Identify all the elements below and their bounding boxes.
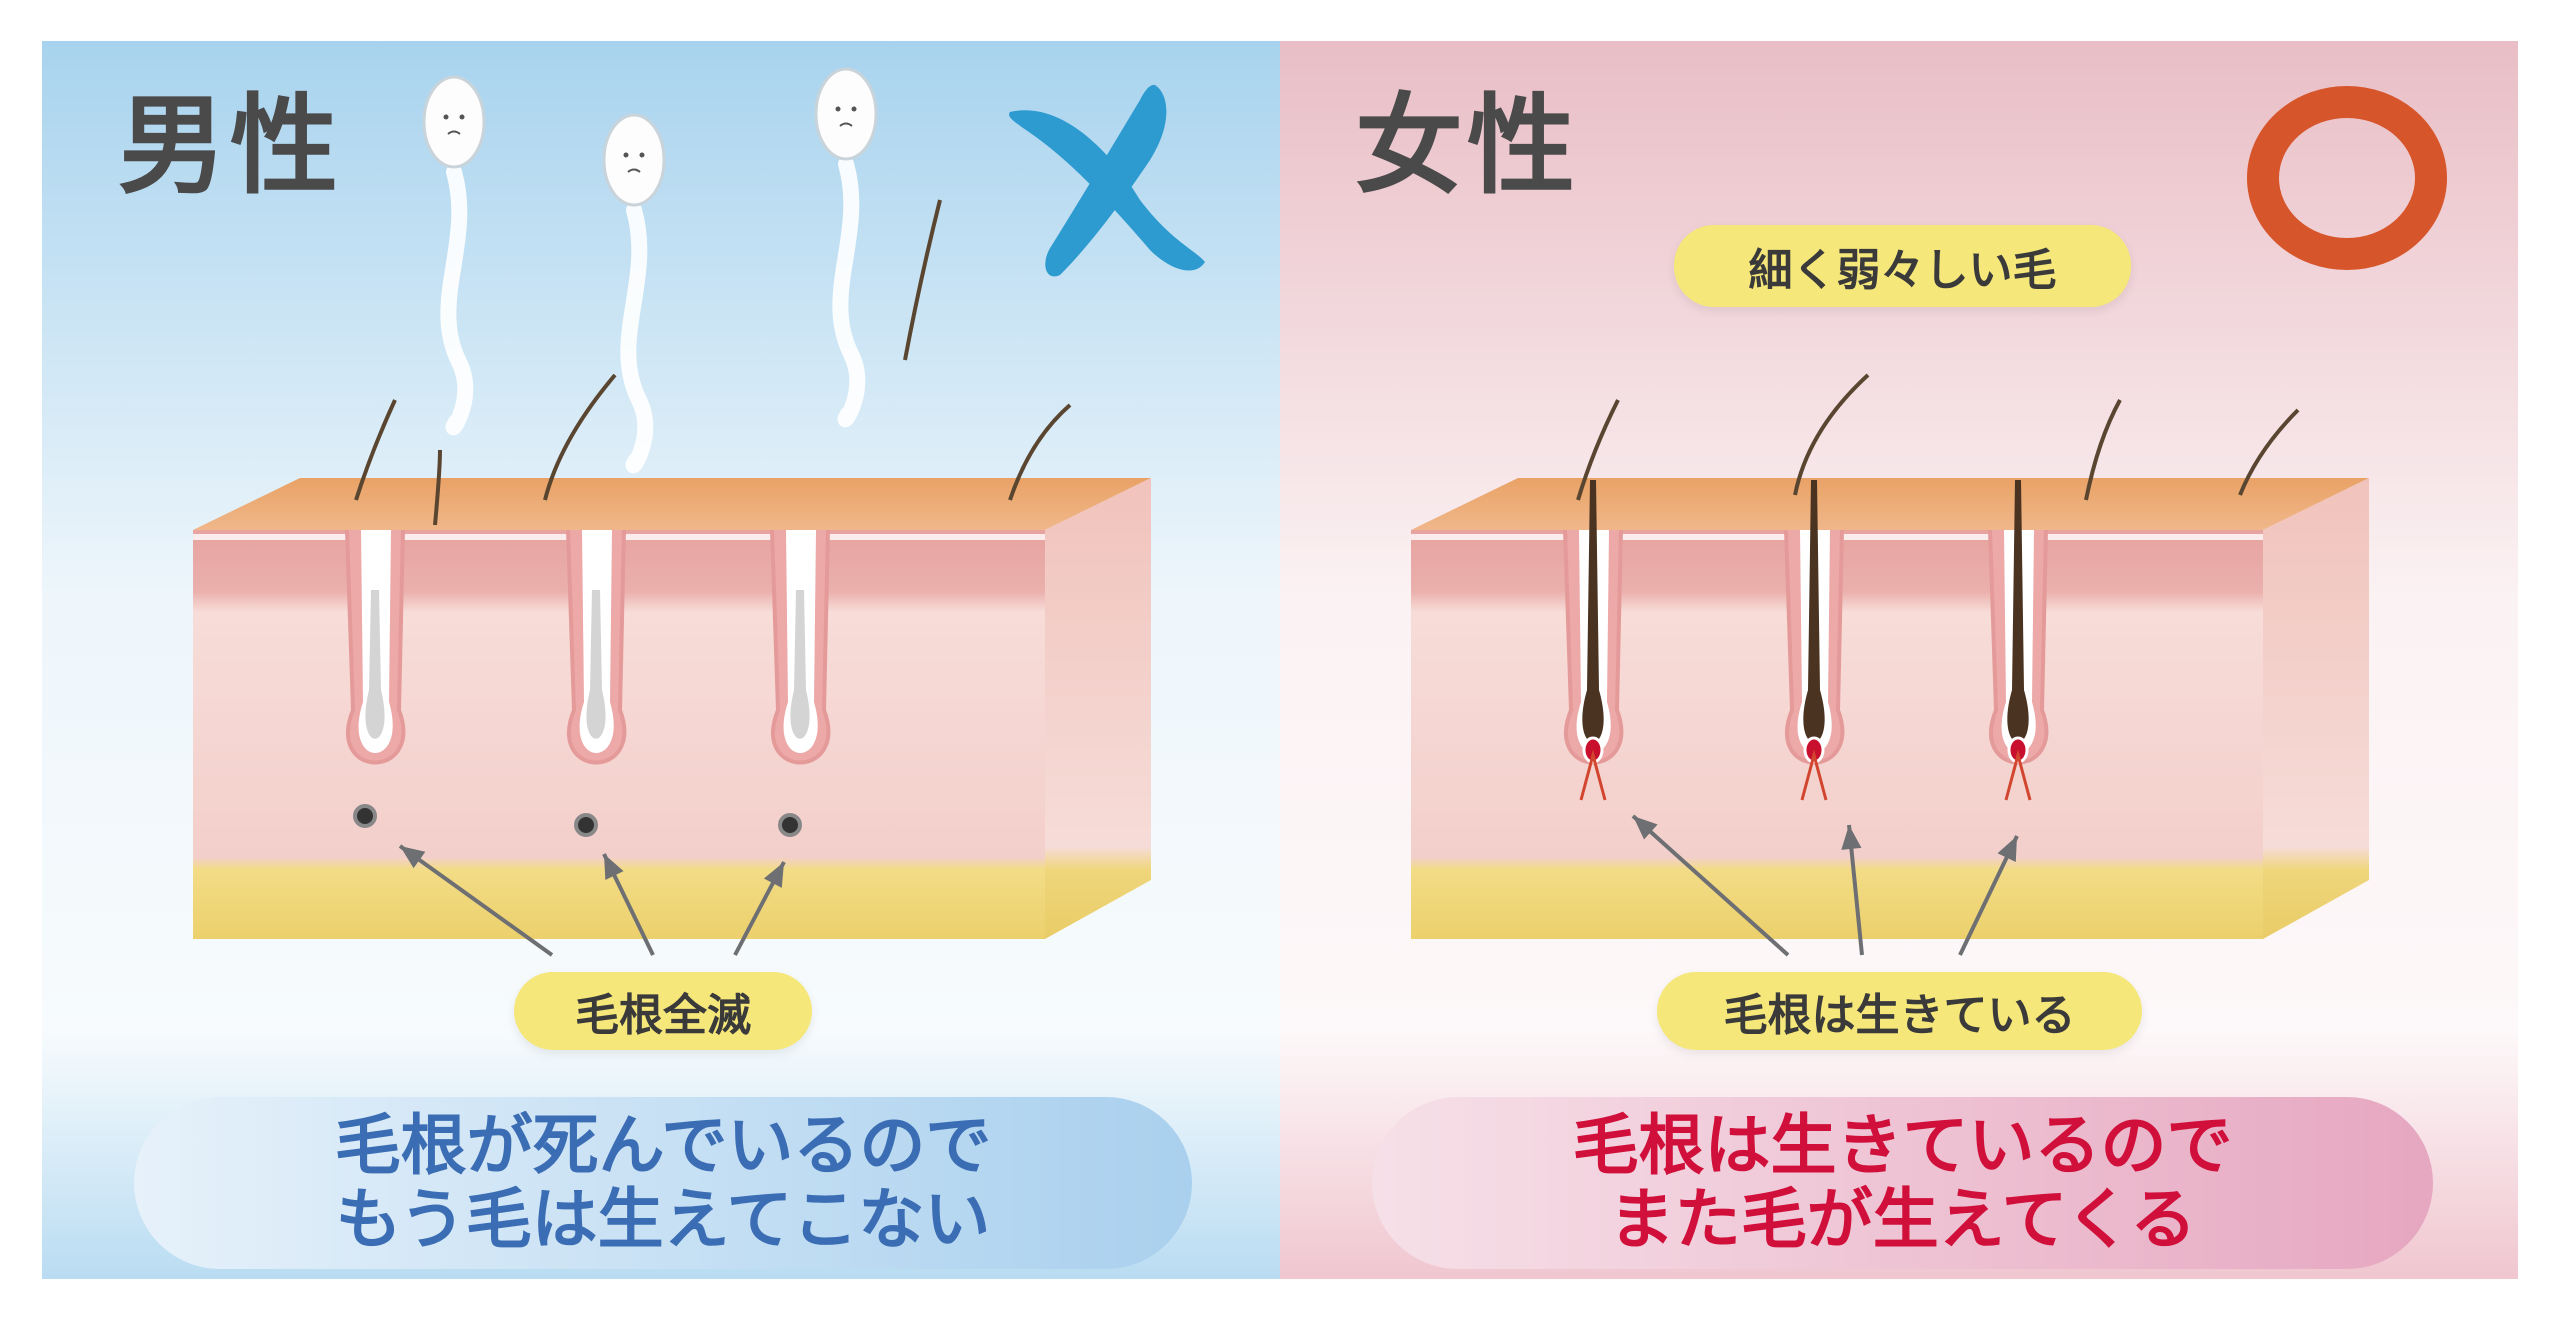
female-summary: 毛根は生きているので また毛が生えてくる — [1372, 1097, 2433, 1269]
blood-vessel — [1579, 749, 1607, 801]
blood-vessel — [1800, 749, 1828, 801]
arrow-head — [1633, 816, 1658, 840]
dead-hair-spirits — [422, 67, 878, 474]
skin-side-face — [1045, 478, 1151, 939]
spirit-eye — [851, 106, 857, 112]
blood-vessel — [2004, 749, 2032, 801]
female-skin-cross-section — [1411, 373, 2369, 939]
arrow-head — [400, 846, 426, 869]
male-title: 男性 — [118, 83, 343, 209]
male-summary: 毛根が死んでいるので もう毛は生えてこない — [134, 1097, 1192, 1269]
dead-hair-root — [353, 804, 377, 828]
epidermis-top — [193, 478, 1151, 530]
spirit-head — [814, 67, 878, 161]
empty-follicle — [365, 590, 385, 739]
thin-hair-label: 細く弱々しい毛 — [1674, 225, 2131, 307]
arrow-head — [763, 862, 784, 888]
epidermis-top — [1411, 478, 2369, 530]
spirit-eye — [623, 152, 629, 158]
living-hair-shaft — [1803, 480, 1825, 743]
male-skin-cross-section — [193, 199, 1151, 939]
dead-hair-root — [574, 813, 598, 837]
hair-strand — [1793, 373, 1870, 496]
spirit-mouth — [839, 122, 853, 127]
arrow-line — [398, 844, 554, 957]
female-summary-line2: また毛が生えてくる — [1608, 1181, 2197, 1258]
female-title: 女性 — [1355, 83, 1580, 209]
male-summary-line1: 毛根が死んでいるので — [334, 1107, 992, 1185]
hair-strand — [903, 199, 942, 361]
dead-hair-root — [778, 813, 802, 837]
spirit-tail — [620, 202, 654, 474]
spirit-head — [422, 75, 486, 169]
hair-strand — [1008, 403, 1072, 501]
hair-strand — [354, 399, 397, 501]
empty-follicle — [586, 590, 606, 739]
spirit-eye — [459, 114, 465, 120]
skin-side-face — [2263, 478, 2369, 939]
male-root-label: 毛根全滅 — [514, 972, 812, 1050]
living-hair-shaft — [2007, 480, 2029, 743]
spirit-eye — [639, 152, 645, 158]
empty-follicle — [790, 590, 810, 739]
spirit-eye — [443, 114, 449, 120]
spirit-eye — [835, 106, 841, 112]
pointer-arrows — [398, 814, 2019, 957]
arrow-head — [1997, 836, 2017, 862]
arrow-line — [1631, 814, 1790, 957]
spirit-mouth — [447, 130, 461, 135]
female-summary-line1: 毛根は生きているので — [1572, 1107, 2233, 1185]
hair-strand — [2084, 399, 2122, 501]
circle-mark-icon — [2247, 86, 2447, 270]
hair-strand — [543, 373, 617, 501]
living-hair-shaft — [1582, 480, 1604, 743]
cross-mark-icon — [1009, 84, 1205, 277]
hair-strand — [433, 449, 442, 526]
arrow-head — [604, 854, 624, 880]
spirit-mouth — [627, 168, 641, 173]
spirit-tail — [832, 156, 866, 428]
hair-strand — [1576, 399, 1620, 501]
female-root-label: 毛根は生きている — [1657, 972, 2142, 1050]
male-summary-line2: もう毛は生えてこない — [335, 1181, 991, 1258]
hair-strand — [2238, 408, 2300, 496]
arrow-head — [1841, 825, 1862, 850]
spirit-head — [602, 113, 666, 207]
spirit-tail — [440, 164, 474, 436]
